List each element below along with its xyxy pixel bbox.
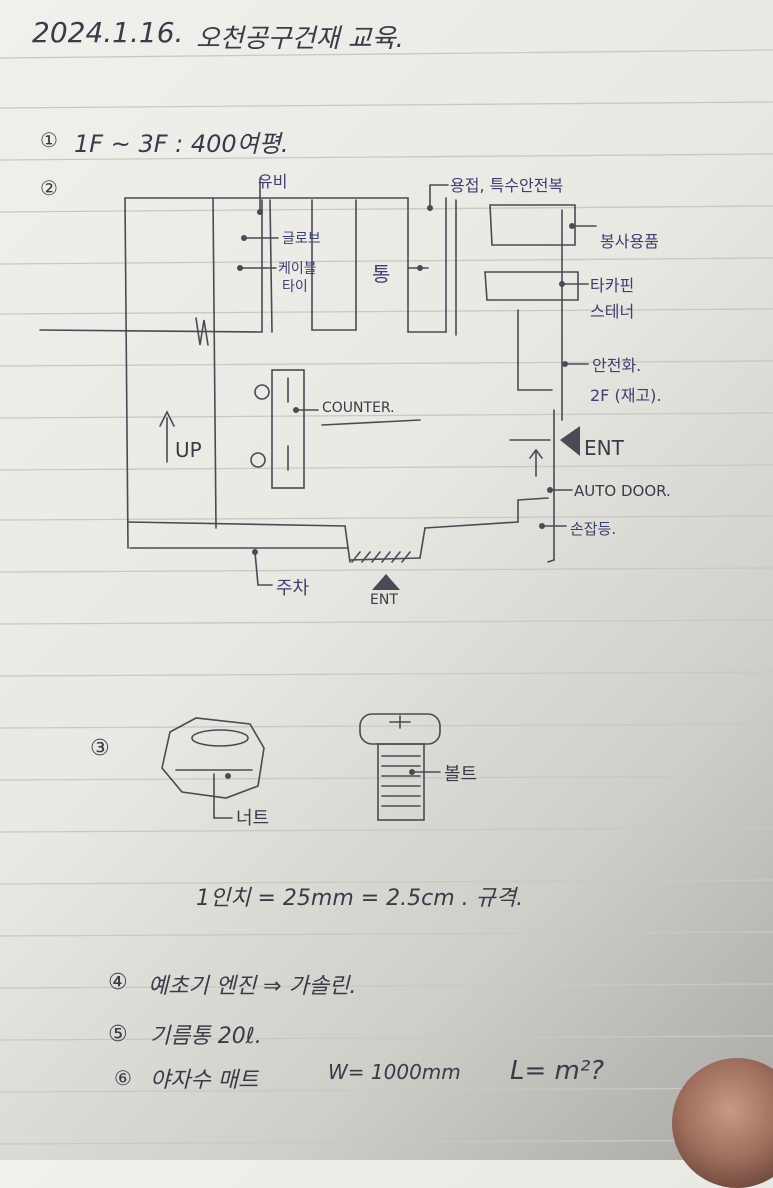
item6-text: 야자수 매트 xyxy=(150,1068,259,1093)
item6-length: L= m²? xyxy=(510,1056,605,1086)
label-bolt: 볼트 xyxy=(444,764,478,785)
label-auto-door: AUTO DOOR. xyxy=(574,482,671,500)
label-cable: 케이블 xyxy=(278,261,317,277)
label-tong: 통 xyxy=(372,262,391,286)
label-parking: 주차 xyxy=(276,578,310,599)
label-takapin: 타카핀 xyxy=(590,276,635,295)
label-ubi: 유비 xyxy=(258,172,288,191)
spec-line: 1인치 = 25mm = 2.5cm . 규격. xyxy=(196,886,524,911)
item5-text: 기름통 20ℓ. xyxy=(150,1024,262,1049)
label-glove: 글로브 xyxy=(282,231,321,247)
item5-marker: ⑤ xyxy=(108,1022,128,1047)
item1-text: 1F ~ 3F : 400여평. xyxy=(74,130,289,158)
item4-marker: ④ xyxy=(108,970,128,995)
label-counter: COUNTER. xyxy=(322,400,395,416)
notebook-page: 2024.1.16. 오천공구건재 교육. ① 1F ~ 3F : 400여평.… xyxy=(0,16,773,1188)
label-stener: 스테너 xyxy=(590,302,635,321)
item3-marker: ③ xyxy=(90,736,110,761)
floor-plan-sketch xyxy=(39,177,597,590)
note-date: 2024.1.16. xyxy=(32,16,184,49)
note-title: 오천공구건재 교육. xyxy=(196,24,404,54)
item1-marker: ① xyxy=(40,128,58,152)
label-nut: 너트 xyxy=(236,808,270,829)
nut-bolt-sketch xyxy=(161,713,441,821)
ruled-lines xyxy=(0,49,773,1145)
item6-width: W= 1000mm xyxy=(328,1060,461,1084)
label-2f-stock: 2F (재고). xyxy=(590,386,662,405)
label-safety-shoes: 안전화. xyxy=(592,356,642,375)
item2-marker: ② xyxy=(40,176,58,200)
label-tools: 손잡등. xyxy=(570,520,617,538)
label-ent-right: ENT xyxy=(584,436,624,460)
item6-marker: ⑥ xyxy=(114,1066,132,1090)
label-up: UP xyxy=(175,438,202,462)
label-tie: 타이 xyxy=(282,279,308,295)
label-ent-bottom: ENT xyxy=(370,592,398,608)
item4-text: 예초기 엔진 ⇒ 가솔린. xyxy=(148,974,357,999)
label-welding: 용접, 특수안전복 xyxy=(450,176,564,195)
label-shelf: 봉사용품 xyxy=(600,232,659,251)
